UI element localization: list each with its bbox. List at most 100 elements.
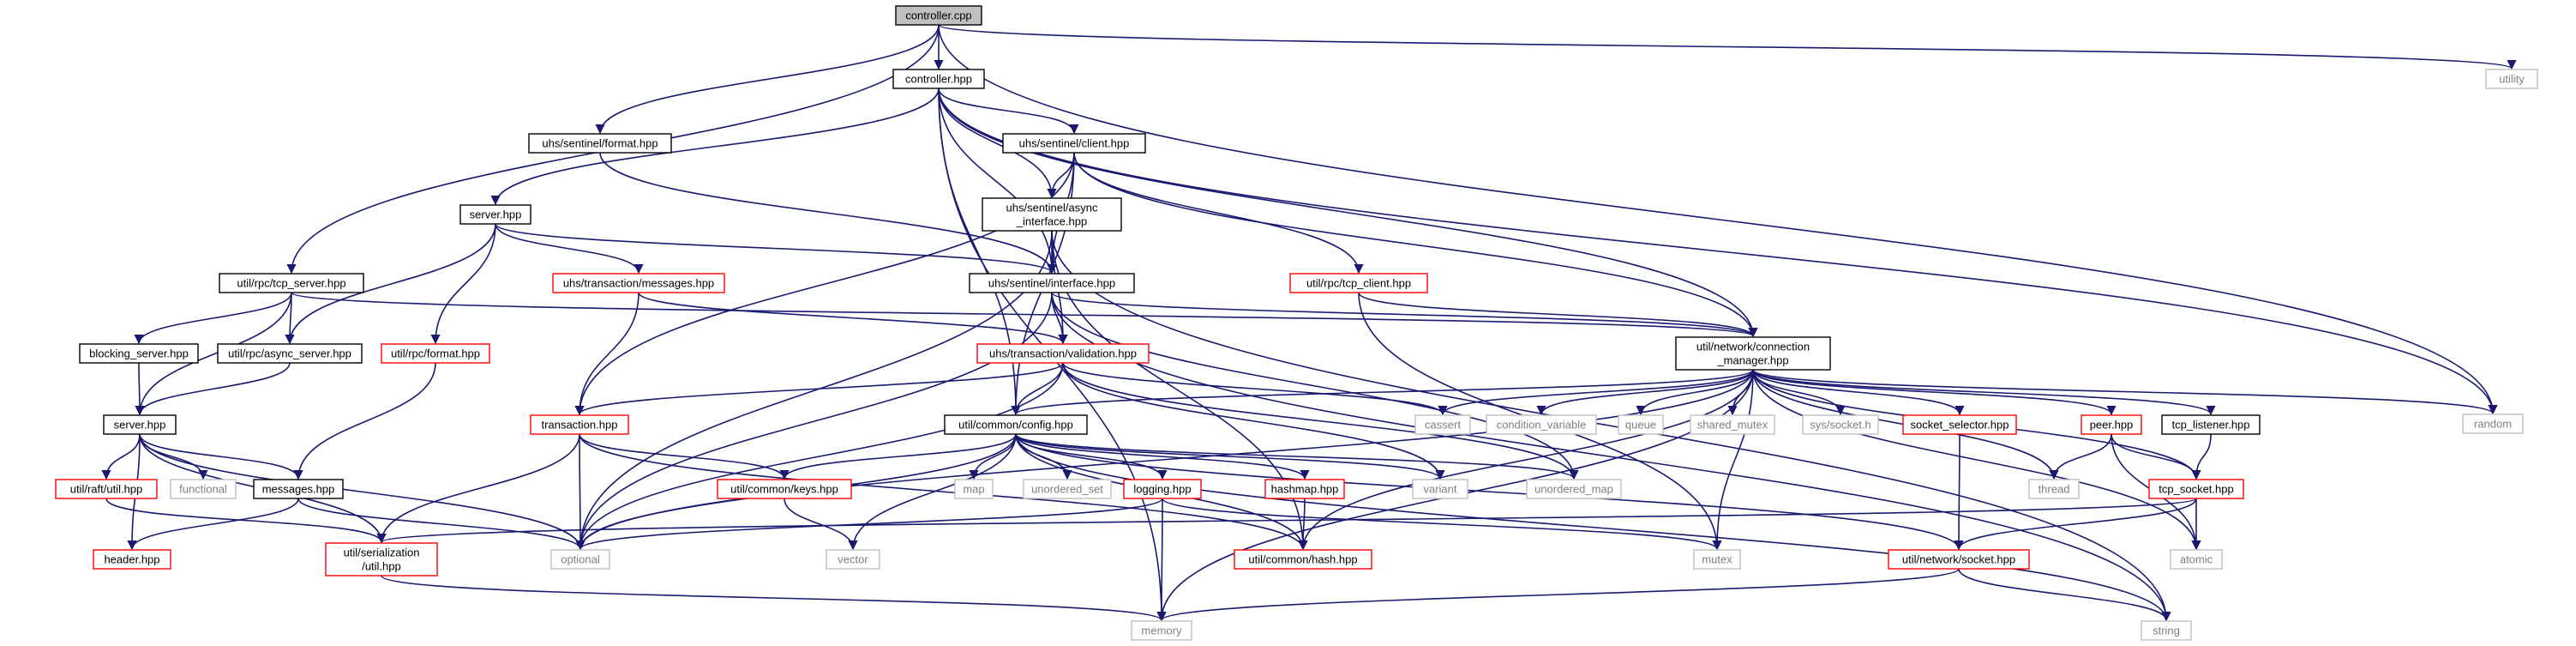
node-label: server.hpp	[114, 418, 166, 431]
node-label: map	[963, 482, 984, 495]
edge-sentinel-interface-to-unordered-map	[1051, 292, 1579, 480]
node-label: variant	[1423, 482, 1456, 495]
edge-tcp-server-to-blocking-server	[134, 292, 292, 345]
node-label: uhs/transaction/messages.hpp	[563, 276, 714, 289]
node-rpc-format[interactable]: util/rpc/format.hpp	[381, 343, 490, 364]
node-transaction-hpp[interactable]: transaction.hpp	[530, 414, 629, 435]
node-label: sys/socket.h	[1810, 418, 1871, 431]
node-box	[550, 549, 610, 570]
edge-controller-cpp-to-random	[938, 24, 2498, 415]
node-label: string	[2153, 624, 2180, 637]
edge-server-hpp2-to-messages-hpp	[139, 433, 303, 480]
node-socket-selector[interactable]: socket_selector.hpp	[1902, 414, 2017, 435]
node-server-hpp[interactable]: server.hpp	[459, 204, 531, 225]
node-async-server[interactable]: util/rpc/async_server.hpp	[217, 343, 363, 364]
node-box	[170, 479, 237, 499]
node-common-config[interactable]: util/common/config.hpp	[944, 414, 1088, 435]
node-box	[1690, 414, 1775, 435]
edge-validation-to-cassert	[1062, 362, 1448, 416]
edge-validation-to-optional	[575, 362, 1064, 551]
node-box	[93, 549, 171, 570]
edge-common-config-to-network-socket	[1015, 433, 1964, 551]
node-box	[530, 414, 629, 435]
node-serialization-util[interactable]: util/serialization/util.hpp	[325, 542, 438, 577]
edge-conn-manager-to-condition-variable	[1536, 369, 1754, 416]
node-hashmap-hpp[interactable]: hashmap.hpp	[1264, 479, 1345, 499]
edge-conn-manager-to-peer-hpp	[1752, 369, 2117, 416]
node-logging-hpp[interactable]: logging.hpp	[1123, 479, 1202, 499]
node-box	[1526, 479, 1622, 499]
edge-hashmap-hpp-to-common-hash	[1298, 498, 1308, 551]
node-blocking-server[interactable]: blocking_server.hpp	[79, 343, 199, 364]
node-common-keys[interactable]: util/common/keys.hpp	[717, 479, 852, 499]
node-label: atomic	[2180, 552, 2213, 565]
edge-sentinel-interface-to-optional	[575, 292, 1053, 551]
node-sentinel-interface[interactable]: uhs/sentinel/interface.hpp	[969, 273, 1135, 293]
edge-tcp-socket-to-network-socket	[1954, 498, 2197, 551]
node-peer-hpp[interactable]: peer.hpp	[2081, 414, 2142, 435]
edge-sentinel-client-to-conn-manager	[1073, 152, 1758, 338]
node-box	[552, 273, 725, 293]
node-label: vector	[838, 552, 868, 565]
node-box	[2462, 414, 2524, 434]
node-box	[1802, 414, 1879, 435]
node-label: /util.hpp	[362, 559, 401, 572]
node-txn-messages[interactable]: uhs/transaction/messages.hpp	[552, 273, 725, 293]
edge-txn-messages-to-validation	[638, 292, 1068, 345]
node-box	[969, 273, 1135, 293]
node-sentinel-client[interactable]: uhs/sentinel/client.hpp	[1002, 133, 1146, 154]
node-label: uhs/sentinel/async	[1006, 201, 1098, 214]
edge-controller-hpp-to-sentinel-interface	[938, 88, 1057, 275]
edge-common-config-to-vector	[848, 433, 1017, 551]
node-box	[976, 343, 1150, 364]
node-label: _manager.hpp	[1716, 353, 1788, 366]
edge-conn-manager-to-socket-selector	[1752, 369, 1965, 416]
node-validation[interactable]: uhs/transaction/validation.hpp	[976, 343, 1150, 364]
node-box	[1902, 414, 2017, 435]
edge-tcp-client-to-conn-manager	[1358, 292, 1758, 338]
edge-server-hpp-to-txn-messages	[495, 223, 644, 275]
node-label: tcp_socket.hpp	[2159, 482, 2233, 495]
edge-messages-hpp-to-header-hpp	[127, 498, 299, 551]
node-label: util/rpc/format.hpp	[391, 347, 480, 359]
node-variant: variant	[1412, 479, 1468, 499]
node-thread: thread	[2028, 479, 2080, 499]
node-box	[2028, 479, 2080, 499]
node-box	[219, 273, 364, 293]
node-messages-hpp[interactable]: messages.hpp	[253, 479, 344, 499]
node-label: random	[2474, 417, 2512, 430]
node-label: utility	[2499, 72, 2525, 85]
edge-conn-manager-to-tcp-listener	[1752, 369, 2216, 416]
node-controller-hpp[interactable]: controller.hpp	[892, 69, 985, 89]
edge-common-config-to-string	[1015, 433, 2171, 622]
node-condition-variable: condition_variable	[1486, 414, 1597, 435]
node-raft-util[interactable]: util/raft/util.hpp	[55, 479, 158, 499]
node-server-hpp2[interactable]: server.hpp	[103, 414, 177, 435]
node-header-hpp[interactable]: header.hpp	[93, 549, 171, 570]
node-controller-cpp[interactable]: controller.cpp	[895, 5, 982, 26]
node-box	[2081, 414, 2142, 435]
edge-conn-manager-to-random	[1752, 369, 2498, 415]
edge-conn-manager-to-mutex	[1712, 369, 1754, 551]
edge-controller-hpp-to-sentinel-client	[938, 88, 1079, 135]
node-common-hash[interactable]: util/common/hash.hpp	[1234, 549, 1372, 570]
node-tcp-client[interactable]: util/rpc/tcp_client.hpp	[1289, 273, 1428, 293]
edge-serialization-util-to-memory	[381, 575, 1167, 622]
edge-conn-manager-to-common-hash	[1298, 369, 1754, 551]
node-atomic: atomic	[2170, 549, 2223, 570]
node-box	[1289, 273, 1428, 293]
node-async-interface[interactable]: uhs/sentinel/async_interface.hpp	[982, 197, 1122, 232]
node-tcp-server[interactable]: util/rpc/tcp_server.hpp	[219, 273, 364, 293]
node-tcp-socket[interactable]: tcp_socket.hpp	[2148, 479, 2244, 499]
edge-common-config-to-variant	[1015, 433, 1445, 480]
node-box	[1131, 620, 1192, 641]
edge-transaction-hpp-to-optional	[575, 433, 585, 551]
node-tcp-listener[interactable]: tcp_listener.hpp	[2161, 414, 2261, 435]
edge-logging-hpp-to-optional	[575, 498, 1163, 551]
node-network-socket[interactable]: util/network/socket.hpp	[1888, 549, 2030, 570]
node-conn-manager[interactable]: util/network/connection_manager.hpp	[1675, 336, 1831, 371]
node-sentinel-format[interactable]: uhs/sentinel/format.hpp	[528, 133, 672, 154]
edge-async-interface-to-string	[1051, 230, 2171, 622]
node-label: unordered_map	[1534, 482, 1613, 495]
edge-transaction-hpp-to-common-keys	[579, 433, 790, 480]
